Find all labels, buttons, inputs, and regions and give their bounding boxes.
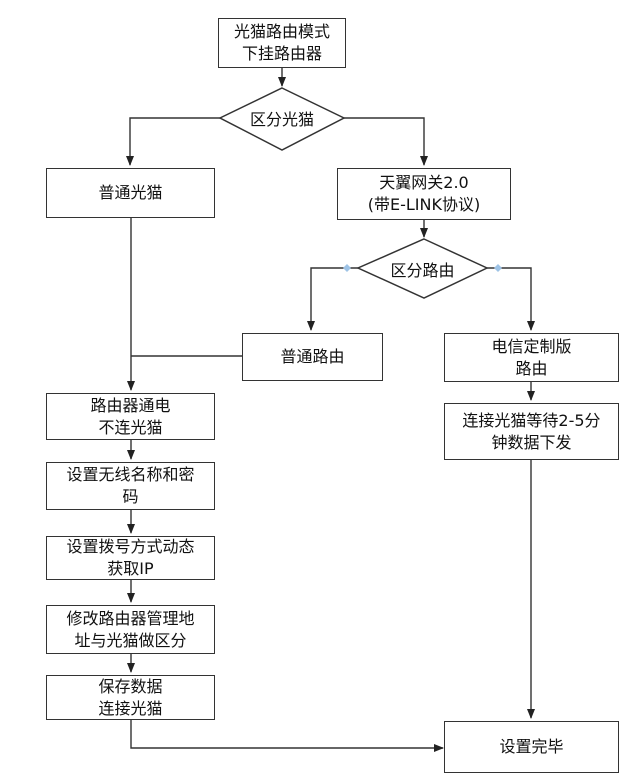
node-save-connect: 保存数据 连接光猫 [46, 675, 215, 720]
connector-decision-to-telecom-router [487, 267, 535, 331]
node-normal-modem: 普通光猫 [46, 168, 215, 218]
node-done: 设置完毕 [444, 721, 619, 773]
node-power-router: 路由器通电 不连光猫 [46, 393, 215, 440]
node-set-wifi: 设置无线名称和密 码 [46, 462, 215, 510]
node-decision-router-label: 区分路由 [390, 261, 455, 280]
selection-handle-left [343, 264, 351, 272]
decision-router-shape [356, 238, 489, 299]
node-set-dial: 设置拨号方式动态 获取IP [46, 536, 215, 580]
node-tianyi-gateway: 天翼网关2.0 (带E-LINK协议) [337, 168, 511, 220]
node-decision-modem-label: 区分光猫 [249, 110, 314, 129]
connector-decision-to-tianyi [344, 117, 428, 166]
connector-decision-to-normal-modem [126, 117, 220, 166]
decision-modem-shape [218, 87, 346, 151]
node-normal-router: 普通路由 [242, 333, 383, 381]
connector-save-to-done [130, 720, 444, 752]
connector-decision-to-normal-router [307, 267, 358, 331]
node-start: 光猫路由模式 下挂路由器 [218, 18, 346, 68]
node-telecom-router: 电信定制版 路由 [444, 333, 619, 382]
selection-handle-right [494, 264, 502, 272]
node-connect-wait: 连接光猫等待2-5分 钟数据下发 [444, 403, 619, 460]
node-change-address: 修改路由器管理地 址与光猫做区分 [46, 605, 215, 654]
